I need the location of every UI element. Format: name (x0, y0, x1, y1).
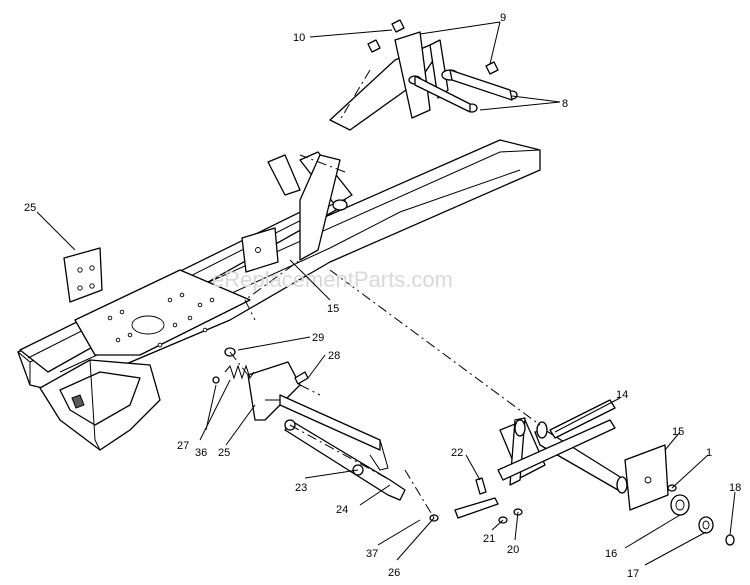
spring-36 (224, 364, 255, 380)
callout-16: 16 (605, 548, 617, 560)
plate-hole (115, 337, 121, 343)
bracket-25-left (63, 247, 103, 303)
bracket-15 (241, 227, 279, 273)
callout-29: 29 (312, 332, 324, 344)
callout-22: 22 (451, 447, 463, 459)
callout-25-lower: 25 (218, 447, 230, 459)
callout-23: 23 (295, 482, 307, 494)
plate-hole (179, 292, 185, 298)
plate-hole (107, 315, 113, 321)
callout-labels: 10 9 8 25 15 29 28 27 36 25 23 24 37 26 … (24, 12, 741, 580)
callout-17: 17 (627, 568, 639, 580)
callout-27: 27 (177, 440, 189, 452)
callout-21: 21 (483, 533, 495, 545)
assembly-lines (229, 69, 541, 519)
plate-hole (209, 297, 215, 303)
upper-linkage (267, 31, 518, 261)
callout-1: 1 (706, 447, 712, 459)
plate-hole (172, 322, 178, 328)
plate-hole (202, 327, 208, 333)
plate-hole (119, 309, 125, 315)
callout-36: 36 (195, 447, 207, 459)
callout-24: 24 (336, 504, 348, 516)
callout-25-left: 25 (24, 202, 36, 214)
callout-9: 9 (500, 12, 506, 24)
callout-20: 20 (507, 544, 519, 556)
watermark: eReplacementParts.com (212, 267, 453, 292)
plate-hole (157, 342, 163, 348)
front-frame (39, 359, 161, 451)
callout-26: 26 (388, 567, 400, 579)
plate-hole (167, 297, 173, 303)
leader-lines (36, 21, 736, 566)
plate-hole (187, 315, 193, 321)
callout-8: 8 (562, 98, 568, 110)
clips-9-10 (367, 19, 499, 75)
callout-15-upper: 15 (327, 303, 339, 315)
callout-10: 10 (293, 32, 305, 44)
lower-linkage (247, 361, 406, 501)
frame-plate (74, 269, 251, 356)
plate-hole (127, 332, 133, 338)
callout-15-right: 15 (672, 426, 684, 438)
callout-28: 28 (328, 350, 340, 362)
callout-14: 14 (616, 389, 628, 401)
callout-37: 37 (366, 548, 378, 560)
plate-hole (197, 302, 203, 308)
callout-18: 18 (729, 482, 741, 494)
